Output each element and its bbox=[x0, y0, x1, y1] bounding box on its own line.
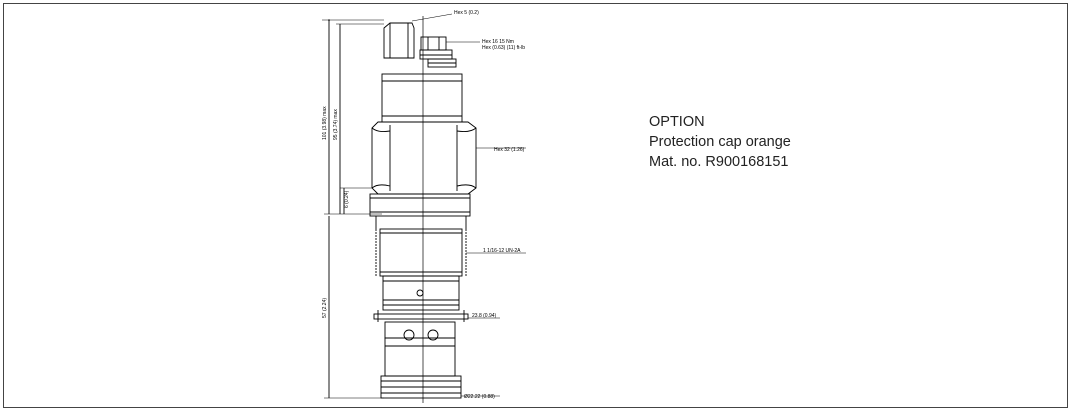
callout-hex-nut-2: Hex (0.63) (11) ft-lb bbox=[482, 45, 525, 51]
callout-diameter-238: 23.8 (0.94) bbox=[472, 313, 497, 319]
nose-body bbox=[384, 321, 456, 339]
nose-port-left bbox=[403, 329, 415, 341]
dim-text-overall: 101 (3.98) max bbox=[322, 106, 328, 140]
lower-body bbox=[382, 275, 460, 311]
callout-diameter-2222: Ø22.22 (0.88) bbox=[464, 394, 495, 400]
protection-cap-outline bbox=[383, 22, 415, 59]
dim-text-height: 95 (3.74) max bbox=[333, 109, 339, 140]
nose-lower bbox=[384, 337, 456, 377]
dim-text-cavity: 57 (2.24) bbox=[322, 298, 328, 318]
option-note: OPTION Protection cap orange Mat. no. R9… bbox=[649, 112, 791, 172]
drawing-border bbox=[3, 3, 1068, 408]
option-title: OPTION bbox=[649, 114, 705, 130]
nose-port-right bbox=[427, 329, 439, 341]
dim-text-shoulder: 6 (0.24) bbox=[344, 190, 350, 208]
body-hex-nut bbox=[371, 121, 477, 195]
option-description: Protection cap orange bbox=[649, 134, 791, 150]
callout-body-hex: Hex 32 (1.26) bbox=[494, 147, 525, 153]
oring-groove bbox=[373, 313, 469, 320]
option-material-number: Mat. no. R900168151 bbox=[649, 154, 789, 170]
callout-top-hex: Hex 5 (0.2) bbox=[454, 10, 479, 16]
thread-section bbox=[379, 228, 463, 277]
adjusting-hex bbox=[420, 36, 447, 51]
callout-thread: 1 1/16-12 UN-2A bbox=[483, 248, 521, 254]
cross-port bbox=[416, 289, 424, 297]
valve-drawing bbox=[322, 13, 526, 403]
shoulder bbox=[369, 193, 471, 217]
callout-hex-nut-1: Hex 16 15 Nm bbox=[482, 39, 514, 45]
